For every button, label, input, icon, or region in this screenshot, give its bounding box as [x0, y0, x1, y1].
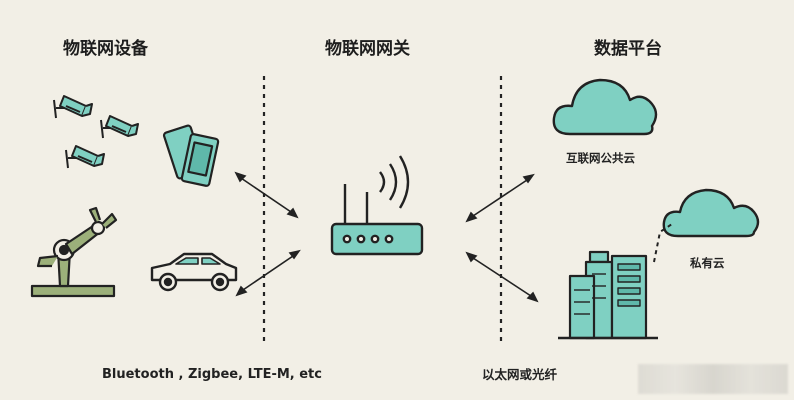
camera-icon [100, 115, 139, 139]
arrow-icon [235, 249, 301, 297]
car-icon [150, 252, 238, 292]
gateway-heading: 物联网网关 [325, 39, 410, 59]
cloud-icon [552, 78, 658, 136]
camera-icon [53, 95, 93, 119]
arrow-icon [234, 171, 299, 219]
private-link [653, 223, 673, 263]
protocols-label: Bluetooth , Zigbee, LTE-M, etc [102, 367, 322, 382]
blurred-watermark [638, 364, 788, 394]
ethernet-label: 以太网或光纤 [482, 367, 558, 382]
robot-arm-icon [30, 206, 118, 298]
cloud-icon [662, 188, 760, 238]
platform-heading: 数据平台 [594, 39, 662, 59]
router-icon [330, 155, 424, 256]
building-icon [558, 250, 658, 340]
public-cloud-label: 互联网公共云 [566, 151, 635, 165]
arrow-icon [465, 251, 539, 303]
private-cloud-label: 私有云 [690, 256, 725, 270]
camera-icon [65, 145, 105, 169]
phone-icon [162, 124, 220, 187]
devices-heading: 物联网设备 [63, 39, 148, 59]
arrow-icon [465, 173, 535, 223]
